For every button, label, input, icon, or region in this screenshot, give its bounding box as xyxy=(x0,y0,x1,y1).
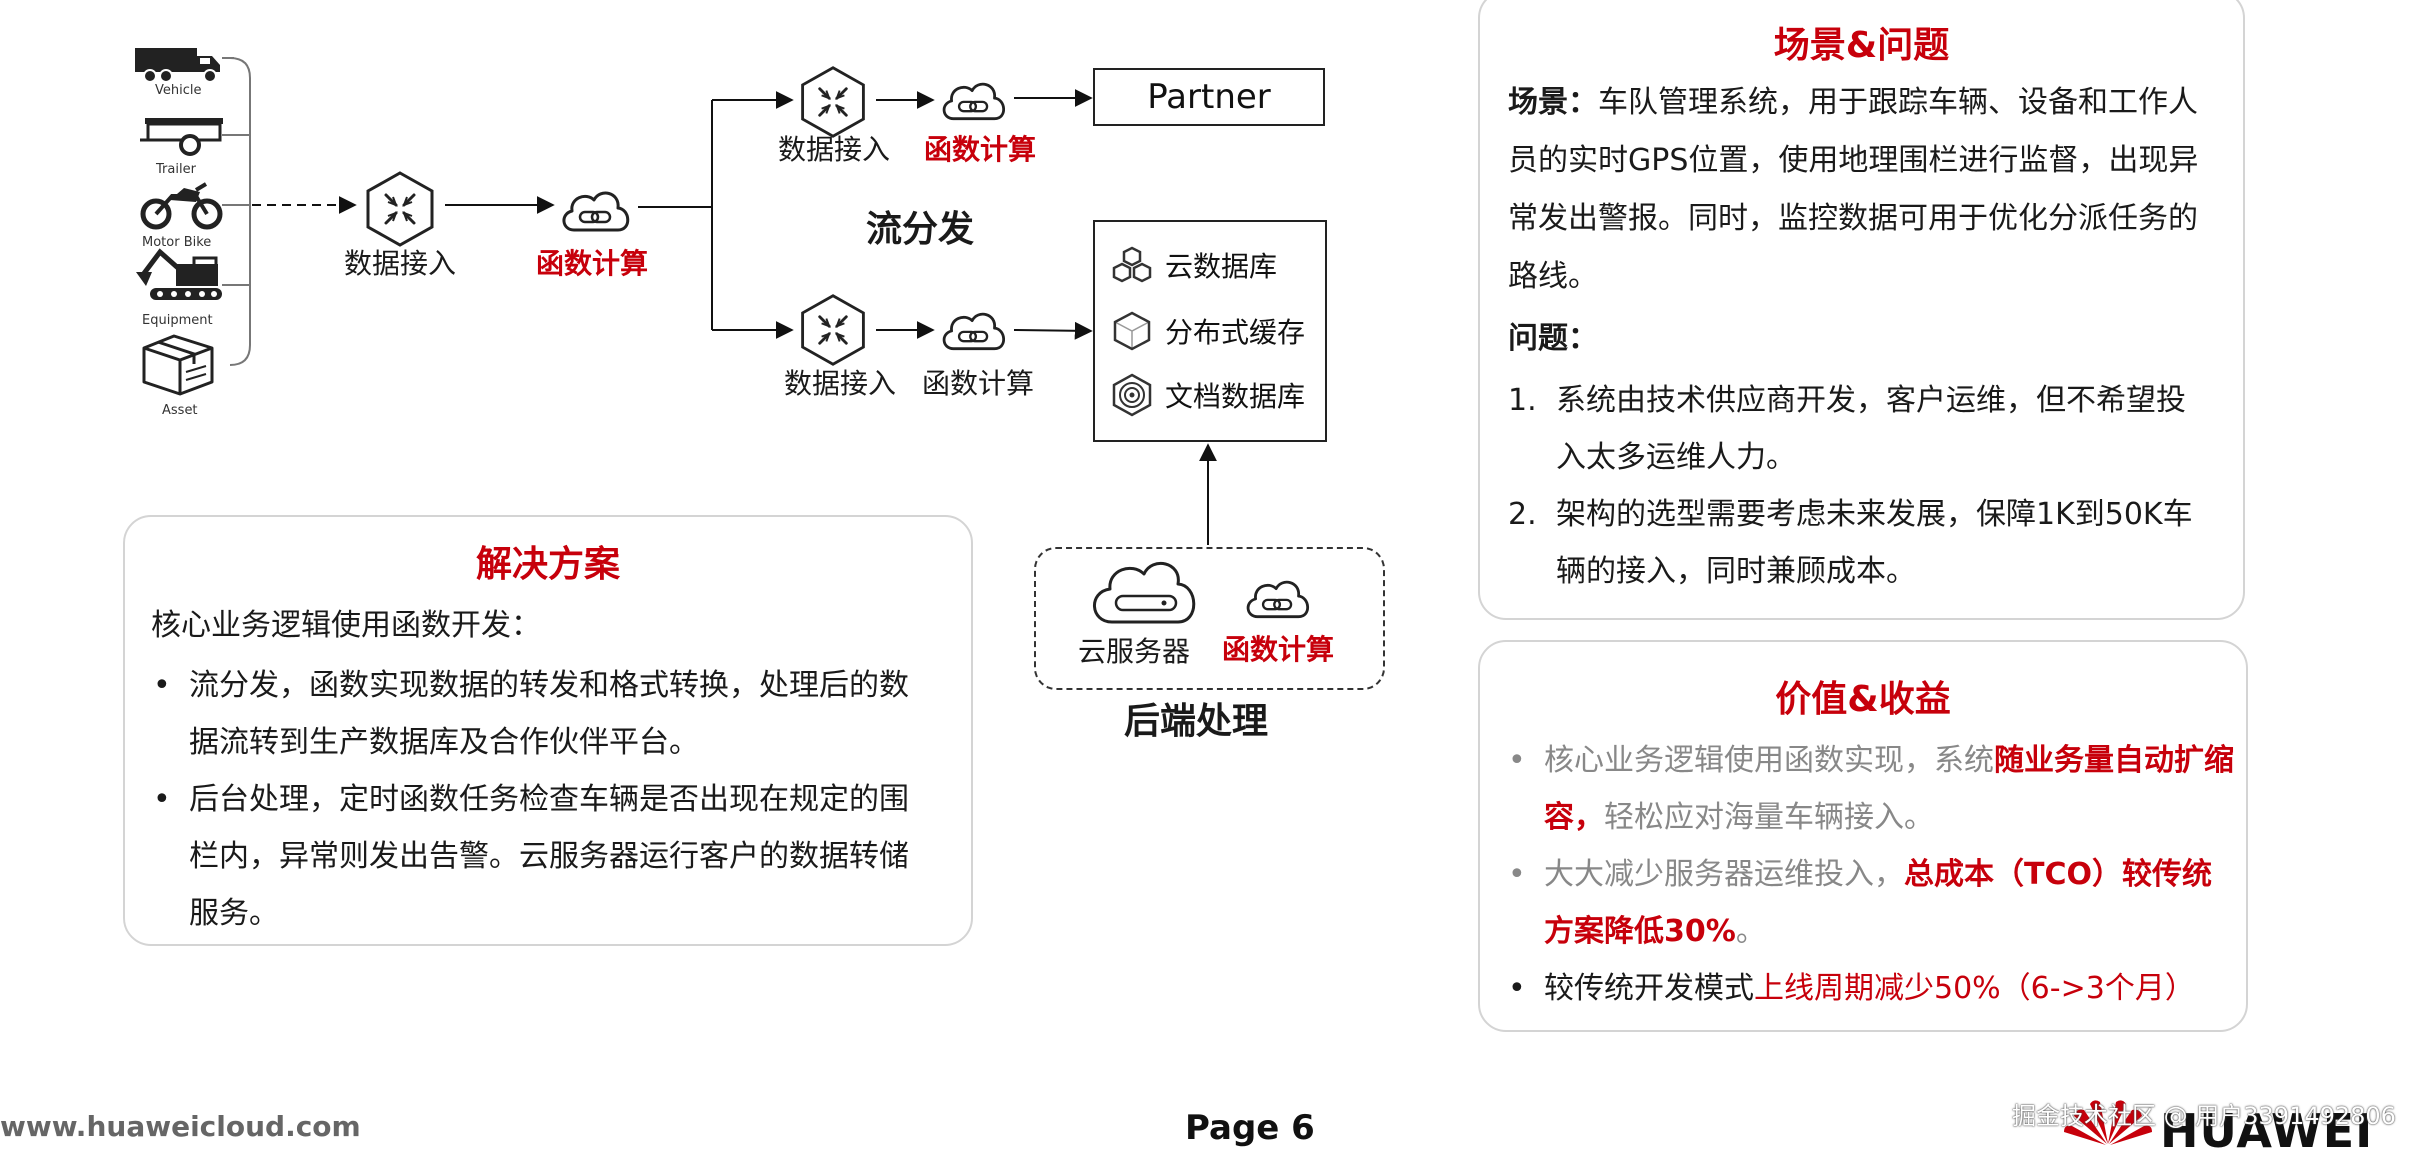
problem-text: 架构的选型需要考虑未来发展，保障1K到50K车辆的接入，同时兼顾成本。 xyxy=(1556,497,2193,589)
db-row-document-database: 文档数据库 xyxy=(1109,372,1305,418)
cloud-database-icon xyxy=(1112,246,1152,283)
partner-box: Partner xyxy=(1093,68,1325,126)
truck-icon xyxy=(135,48,220,83)
value-item: 核心业务逻辑使用函数实现，系统随业务量自动扩缩容，轻松应对海量车辆接入。 xyxy=(1504,732,2234,846)
db-label-distributed-cache: 分布式缓存 xyxy=(1165,316,1306,349)
value-item-highlight: 总成本（TCO）较传统方案降低30% xyxy=(1544,857,2212,949)
db-label-document-database: 文档数据库 xyxy=(1165,380,1306,413)
solution-intro: 核心业务逻辑使用函数开发： xyxy=(151,608,541,643)
top-data-ingest-icon xyxy=(801,66,865,138)
device-label-trailer: Trailer xyxy=(156,162,196,177)
solution-bullet: 后台处理，定时函数任务检查车辆是否出现在规定的围栏内，异常则发出告警。云服务器运… xyxy=(149,771,929,942)
value-list: 核心业务逻辑使用函数实现，系统随业务量自动扩缩容，轻松应对海量车辆接入。 大大减… xyxy=(1504,732,2234,1017)
value-item: 较传统开发模式上线周期减少50%（6->3个月） xyxy=(1504,960,2234,1017)
bottom-ingest-label: 数据接入 xyxy=(784,367,897,400)
backend-processing-title: 后端处理 xyxy=(1124,701,1269,742)
bottom-function-compute-icon xyxy=(942,312,1006,351)
problem-item: 1. 系统由技术供应商开发，客户运维，但不希望投入太多运维人力。 xyxy=(1508,372,2208,486)
device-label-equipment: Equipment xyxy=(142,313,213,328)
solution-bullet-list: 流分发，函数实现数据的转发和格式转换，处理后的数据流转到生产数据库及合作伙伴平台… xyxy=(149,657,929,942)
problem-list: 1. 系统由技术供应商开发，客户运维，但不希望投入太多运维人力。 2. 架构的选… xyxy=(1508,372,2208,600)
scenario-label: 场景： xyxy=(1508,85,1598,120)
value-item: 大大减少服务器运维投入，总成本（TCO）较传统方案降低30%。 xyxy=(1504,846,2234,960)
excavator-icon xyxy=(136,248,222,300)
box-icon xyxy=(142,334,214,396)
problem-number: 2. xyxy=(1508,497,1537,532)
value-item-text: 较传统开发模式 xyxy=(1544,971,1754,1006)
device-label-vehicle: Vehicle xyxy=(155,83,202,98)
value-item-text: 大大减少服务器运维投入， xyxy=(1544,857,1904,892)
backend-compute-label: 函数计算 xyxy=(1222,633,1335,666)
document-database-icon xyxy=(1112,373,1152,417)
device-label-asset: Asset xyxy=(162,403,198,418)
problem-item: 2. 架构的选型需要考虑未来发展，保障1K到50K车辆的接入，同时兼顾成本。 xyxy=(1508,486,2208,600)
value-item-text: 。 xyxy=(1735,914,1766,949)
bottom-compute-label: 函数计算 xyxy=(922,367,1035,400)
db-row-distributed-cache: 分布式缓存 xyxy=(1109,308,1305,354)
architecture-diagram xyxy=(135,48,1310,624)
value-item-highlight: 上线周期减少50%（6->3个月） xyxy=(1754,971,2195,1006)
top-ingest-label: 数据接入 xyxy=(778,133,891,166)
cloud-server-icon xyxy=(1093,562,1196,624)
scenario-title: 场景&问题 xyxy=(1773,25,1950,66)
solution-card: 解决方案 核心业务逻辑使用函数开发： 流分发，函数实现数据的转发和格式转换，处理… xyxy=(123,515,973,946)
stream-distribution-label: 流分发 xyxy=(866,209,975,250)
scenario-body: 车队管理系统，用于跟踪车辆、设备和工作人员的实时GPS位置，使用地理围栏进行监督… xyxy=(1508,85,2199,294)
footer-url: www.huaweicloud.com xyxy=(0,1110,361,1143)
backend-processing-box xyxy=(1034,547,1385,690)
problem-text: 系统由技术供应商开发，客户运维，但不希望投入太多运维人力。 xyxy=(1556,383,2186,475)
value-title: 价值&收益 xyxy=(1775,679,1951,720)
database-box: 云数据库 分布式缓存 文档数据库 xyxy=(1093,220,1327,442)
watermark: 掘金技术社区 @ 用户3391492806 xyxy=(2012,1102,2396,1130)
page-number: Page 6 xyxy=(1185,1108,1315,1148)
main-data-ingest-icon xyxy=(366,171,434,247)
top-function-compute-icon xyxy=(942,82,1006,121)
main-compute-label: 函数计算 xyxy=(536,247,649,280)
db-label-cloud-database: 云数据库 xyxy=(1165,250,1278,283)
main-function-compute-icon xyxy=(562,191,630,232)
problem-number: 1. xyxy=(1508,383,1537,418)
top-compute-label: 函数计算 xyxy=(924,133,1037,166)
solution-bullet: 流分发，函数实现数据的转发和格式转换，处理后的数据流转到生产数据库及合作伙伴平台… xyxy=(149,657,929,771)
problem-label: 问题： xyxy=(1508,321,1598,356)
distributed-cache-icon xyxy=(1113,311,1151,351)
value-item-text: 轻松应对海量车辆接入。 xyxy=(1604,800,1934,835)
trailer-icon xyxy=(140,118,223,156)
bottom-data-ingest-icon xyxy=(801,294,865,366)
cloud-server-label: 云服务器 xyxy=(1078,635,1191,668)
scenario-text: 场景：车队管理系统，用于跟踪车辆、设备和工作人员的实时GPS位置，使用地理围栏进… xyxy=(1508,74,2223,306)
solution-title: 解决方案 xyxy=(475,544,620,585)
value-card: 价值&收益 核心业务逻辑使用函数实现，系统随业务量自动扩缩容，轻松应对海量车辆接… xyxy=(1478,640,2248,1032)
scenario-card: 场景&问题 场景：车队管理系统，用于跟踪车辆、设备和工作人员的实时GPS位置，使… xyxy=(1478,0,2245,620)
main-ingest-label: 数据接入 xyxy=(344,247,457,280)
huawei-logo-icon xyxy=(2064,1100,2152,1145)
value-item-text: 核心业务逻辑使用函数实现，系统 xyxy=(1544,743,1994,778)
value-item-highlight: 随业务量自动扩缩容， xyxy=(1544,743,2234,835)
partner-label: Partner xyxy=(1147,77,1271,117)
db-row-cloud-database: 云数据库 xyxy=(1109,242,1277,288)
motorbike-icon xyxy=(140,182,223,230)
device-label-motorbike: Motor Bike xyxy=(142,235,212,250)
